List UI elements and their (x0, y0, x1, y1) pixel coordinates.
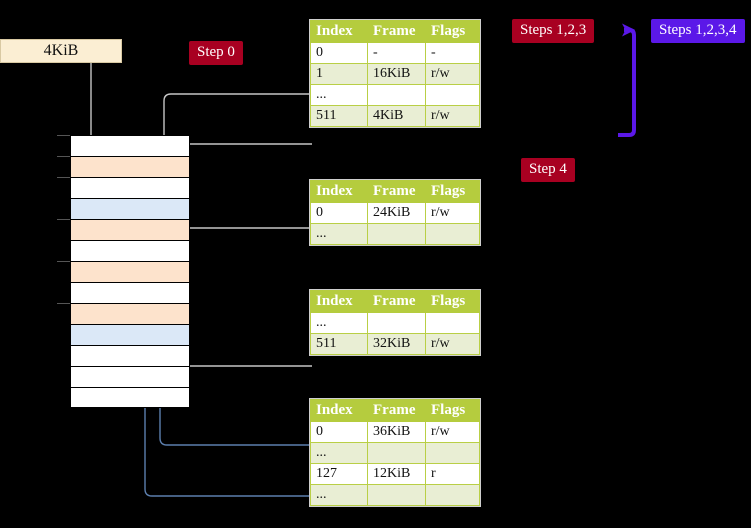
cell-index-0: 0 (310, 202, 368, 224)
memory-frame-0 (70, 135, 190, 156)
cell-index-1: ... (310, 442, 368, 464)
column-header-flags: Flags (425, 20, 480, 43)
column-header-frame: Frame (367, 290, 426, 313)
cell-index-0: 0 (310, 42, 368, 64)
table-row: 0-- (310, 42, 480, 64)
cell-index-3: 511 (310, 105, 368, 127)
cell-frame-0 (367, 312, 426, 334)
size-label-4kib: 4KiB (0, 39, 122, 63)
column-header-flags: Flags (425, 180, 480, 203)
memory-frame-9 (70, 324, 190, 345)
cell-flags-1 (425, 442, 480, 464)
cell-flags-3: r/w (425, 105, 480, 127)
cell-flags-0: r/w (425, 421, 480, 443)
memory-tick-1 (57, 156, 70, 157)
memory-frame-2 (70, 177, 190, 198)
cell-index-2: ... (310, 84, 368, 106)
cell-frame-0: 36KiB (367, 421, 426, 443)
wire-l2-row0-to-memory (179, 227, 312, 259)
memory-frame-5 (70, 240, 190, 261)
table-row: ... (310, 312, 480, 334)
memory-tick-6 (57, 261, 70, 262)
cell-index-1: 1 (310, 63, 368, 85)
cell-frame-3 (367, 484, 426, 506)
memory-frame-7 (70, 282, 190, 303)
memory-tick-8 (57, 303, 70, 304)
column-header-frame: Frame (367, 20, 426, 43)
memory-tick-0 (57, 135, 70, 136)
cell-flags-3 (425, 484, 480, 506)
cell-flags-0: r/w (425, 202, 480, 224)
cell-index-0: ... (310, 312, 368, 334)
memory-frame-11 (70, 366, 190, 387)
memory-frame-3 (70, 198, 190, 219)
steps-bracket-arrow (618, 23, 636, 137)
memory-frame-6 (70, 261, 190, 282)
cell-frame-1 (367, 223, 426, 245)
cell-frame-0: 24KiB (367, 202, 426, 224)
badge-steps-1234: Steps 1,2,3,4 (651, 19, 745, 43)
table-row: ... (310, 484, 480, 506)
cell-index-1: ... (310, 223, 368, 245)
column-header-index: Index (310, 180, 368, 203)
cell-frame-1 (367, 442, 426, 464)
physical-memory-column (70, 135, 190, 408)
cell-frame-3: 4KiB (367, 105, 426, 127)
column-header-index: Index (310, 290, 368, 313)
cell-flags-0: - (425, 42, 480, 64)
cell-index-2: 127 (310, 463, 368, 485)
table-row: ... (310, 223, 480, 245)
cell-frame-0: - (367, 42, 426, 64)
table-row: ... (310, 442, 480, 464)
column-header-frame: Frame (367, 180, 426, 203)
cell-flags-1: r/w (425, 63, 480, 85)
cell-flags-2: r (425, 463, 480, 485)
cell-index-0: 0 (310, 421, 368, 443)
cell-flags-0 (425, 312, 480, 334)
table-row: ... (310, 84, 480, 106)
cell-frame-2: 12KiB (367, 463, 426, 485)
memory-frame-12 (70, 387, 190, 408)
cell-frame-2 (367, 84, 426, 106)
cell-frame-1: 16KiB (367, 63, 426, 85)
cell-flags-1: r/w (425, 333, 480, 355)
badge-steps-123: Steps 1,2,3 (512, 19, 595, 43)
memory-frame-8 (70, 303, 190, 324)
column-header-frame: Frame (367, 399, 426, 422)
memory-tick-2 (57, 177, 70, 178)
cell-index-3: ... (310, 484, 368, 506)
column-header-index: Index (310, 399, 368, 422)
cell-index-1: 511 (310, 333, 368, 355)
memory-frame-1 (70, 156, 190, 177)
badge-step-0: Step 0 (189, 41, 243, 65)
memory-frame-10 (70, 345, 190, 366)
memory-tick-4 (57, 219, 70, 220)
column-header-flags: Flags (425, 290, 480, 313)
memory-frame-4 (70, 219, 190, 240)
column-header-flags: Flags (425, 399, 480, 422)
badge-step-4: Step 4 (521, 158, 575, 182)
cell-flags-2 (425, 84, 480, 106)
wire-l1-row511-to-memory (175, 143, 312, 156)
wire-l3-row511-to-memory (174, 314, 312, 367)
cell-flags-1 (425, 223, 480, 245)
column-header-index: Index (310, 20, 368, 43)
cell-frame-1: 32KiB (367, 333, 426, 355)
